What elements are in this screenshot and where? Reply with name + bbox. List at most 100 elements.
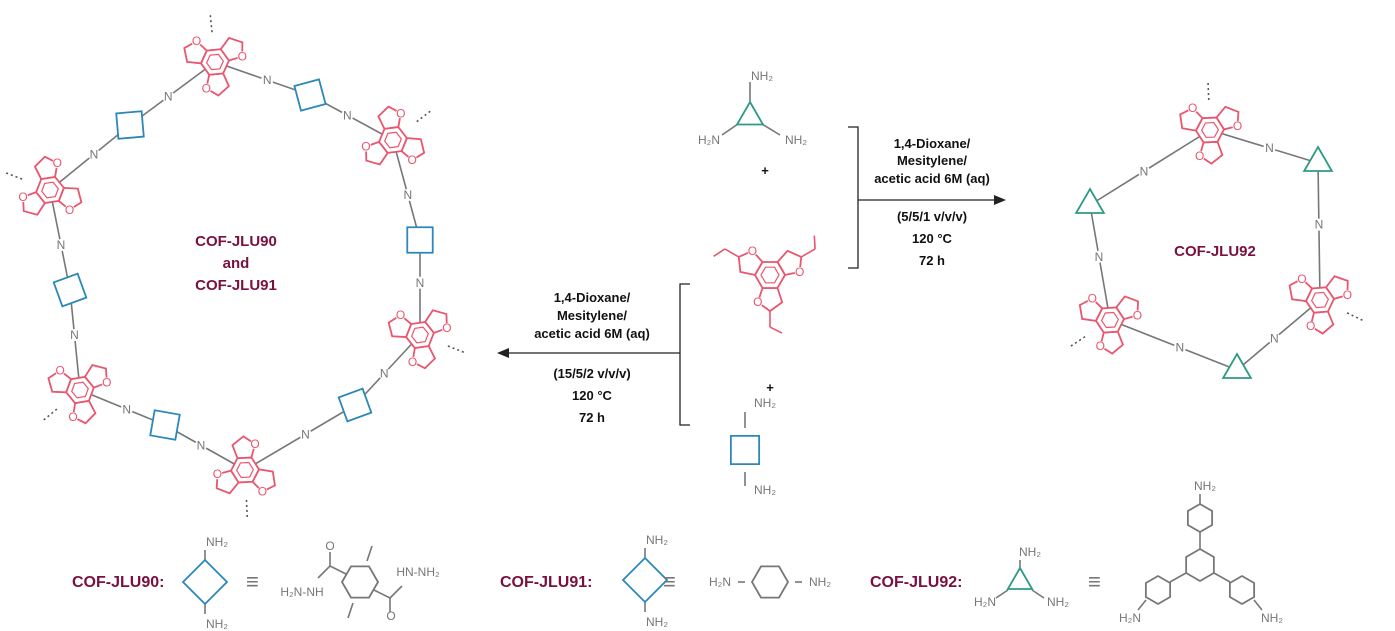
benzene-ring xyxy=(65,375,95,405)
legend-label-jlu92: COF-JLU92: xyxy=(870,574,962,591)
oxygen-atom: O xyxy=(1297,272,1306,286)
aromatic-circle xyxy=(760,266,780,284)
left-product-label-1: COF-JLU90 xyxy=(195,233,277,250)
imine-nitrogen: N xyxy=(1140,164,1149,178)
imine-mask xyxy=(55,239,67,251)
imine-mask xyxy=(1173,341,1186,354)
cyclopropane-linker xyxy=(735,100,765,126)
oxygen-atom: O xyxy=(192,34,201,48)
oxygen-mask xyxy=(794,266,805,277)
oxygen-atom: O xyxy=(408,355,417,369)
atom-label: NH₂ xyxy=(646,533,668,547)
bond xyxy=(800,248,816,258)
aromatic-circle xyxy=(1100,311,1120,329)
benzotrifuran-core: OOO xyxy=(212,435,276,499)
imine-mask xyxy=(401,189,414,201)
atom-label: NH₂ xyxy=(809,575,831,589)
benzotrifuran-core: OOO xyxy=(47,363,112,425)
atom-label: NH₂ xyxy=(751,69,773,83)
oxygen-atom: O xyxy=(1188,101,1197,115)
bond xyxy=(1213,572,1231,583)
imine-mask xyxy=(299,428,312,441)
atom-label: H₂N xyxy=(1119,611,1141,625)
right-product-label: COF-JLU92 xyxy=(1174,243,1256,260)
left-cond-time: 72 h xyxy=(579,410,605,425)
imine-nitrogen: N xyxy=(122,402,131,416)
atom-label: H₂N-NH xyxy=(280,585,323,599)
atom-label: NH₂ xyxy=(1261,611,1283,625)
left-cond-temp: 120 °C xyxy=(572,388,613,403)
bond xyxy=(1169,572,1187,583)
imine-nitrogen: N xyxy=(1315,218,1324,232)
oxygen-atom: O xyxy=(258,485,267,499)
cyclopropane-linker xyxy=(1302,145,1334,172)
imine-mask xyxy=(1263,142,1276,155)
plus-sign-bottom: + xyxy=(766,380,774,395)
cyclobutane-linker xyxy=(181,558,229,606)
benzene-ring-pda xyxy=(750,565,790,599)
oxygen-mask xyxy=(250,439,261,450)
oxygen-atom: O xyxy=(1096,339,1105,353)
bond xyxy=(244,404,356,471)
imine-mask xyxy=(195,439,207,452)
oxygen-mask xyxy=(395,310,406,321)
bond xyxy=(713,248,726,258)
aromatic-circle xyxy=(71,381,89,399)
imine-nitrogen: N xyxy=(57,238,66,252)
oxygen-atom: O xyxy=(1088,292,1097,306)
oxygen-atom: O xyxy=(18,190,27,204)
bond xyxy=(447,345,467,355)
bond xyxy=(724,248,740,258)
left-cond-ratio: (15/5/2 v/v/v) xyxy=(553,366,630,381)
imine-nitrogen: N xyxy=(1270,332,1279,346)
imine-nitrogen: N xyxy=(1265,141,1274,155)
aniline-ring-right xyxy=(1228,574,1256,606)
oxygen-atom: O xyxy=(53,156,62,170)
benzotrifuran-core: O O O xyxy=(1078,292,1143,355)
bond xyxy=(245,499,249,520)
benzotrifuran-core: OOO xyxy=(1288,272,1353,335)
oxygen-mask xyxy=(201,83,212,94)
imine-nitrogen: N xyxy=(301,427,310,441)
left-cond-solvent-2: Mesitylene/ xyxy=(557,308,627,323)
atom-label: H₂N xyxy=(698,133,720,147)
cyclopropane-linker xyxy=(1006,566,1034,590)
bond xyxy=(1317,162,1321,301)
cyclobutane-linker xyxy=(621,556,669,604)
oxygen-atom: O xyxy=(748,244,757,258)
left-reaction-arrow xyxy=(497,283,690,426)
oxygen-mask xyxy=(1296,273,1307,284)
bond xyxy=(1253,599,1263,611)
oxygen-mask xyxy=(55,365,66,376)
right-cond-ratio: (5/5/1 v/v/v) xyxy=(897,209,967,224)
oxygen-atom: O xyxy=(213,467,222,481)
atom-label: NH₂ xyxy=(206,617,228,631)
right-cond-temp: 120 °C xyxy=(912,231,953,246)
oxygen-atom: O xyxy=(396,106,405,120)
aromatic-circle xyxy=(235,461,255,479)
oxygen-atom: O xyxy=(102,376,111,390)
oxygen-atom: O xyxy=(1133,308,1142,322)
imine-mask xyxy=(341,109,354,122)
right-cond-time: 72 h xyxy=(919,253,945,268)
equivalence-sign-jlu91: ≡ xyxy=(663,569,676,594)
oxygen-mask xyxy=(1132,310,1143,321)
oxygen-atom: O xyxy=(408,153,417,167)
benzotrifuran-core: OOO xyxy=(737,244,805,313)
oxygen-mask xyxy=(441,323,452,334)
oxygen-atom: O xyxy=(795,265,804,279)
imine-mask xyxy=(88,148,100,161)
molecule-layer: NNNNNNNNNNNNOOOOOOOOOOOOOOOOOONNNNNNOOOO… xyxy=(18,34,1353,631)
oxygen-atom: O xyxy=(1195,149,1204,163)
cyclobutane-linker xyxy=(729,434,761,466)
imine-mask xyxy=(68,329,81,341)
imine-mask xyxy=(162,90,175,103)
benzene-ring xyxy=(378,126,408,154)
oxygen-mask xyxy=(360,141,371,152)
aromatic-circle xyxy=(1310,291,1330,309)
aniline-ring-left xyxy=(1144,574,1172,606)
bond xyxy=(1346,312,1366,323)
bond xyxy=(389,585,403,599)
oxygen-mask xyxy=(1305,321,1316,332)
imine-nitrogen: N xyxy=(404,188,413,202)
